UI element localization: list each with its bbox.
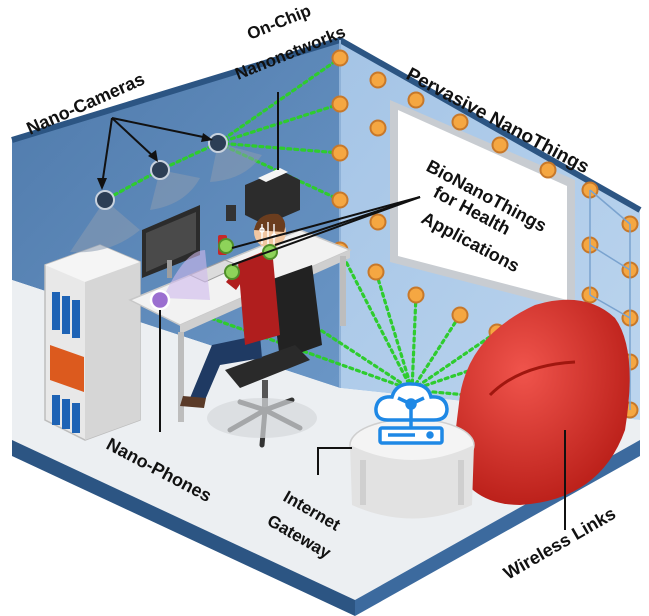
bionano-node-icon: [218, 238, 234, 254]
nano-phone-node-icon: [149, 289, 171, 311]
wireless-link: [216, 141, 342, 155]
circuit-pad: [259, 227, 265, 233]
binder: [72, 403, 80, 433]
binder: [62, 399, 70, 429]
whiteboard-surface: [398, 110, 567, 300]
arrowhead: [148, 150, 158, 162]
arrowhead: [201, 133, 213, 142]
nano-node-icon: [407, 91, 425, 109]
wireless-link: [338, 248, 414, 392]
person-shoe: [180, 396, 206, 408]
floor: [12, 280, 640, 600]
monitor-screen: [146, 212, 196, 272]
table-body: [350, 445, 474, 519]
wireless-link: [374, 270, 414, 392]
desk-leg: [178, 332, 184, 422]
nano-node-icon: [539, 161, 557, 179]
callout-line: [231, 196, 421, 266]
node-grid-line: [589, 189, 631, 225]
nano-node-icon: [451, 113, 469, 131]
binder: [62, 296, 70, 334]
nano-node-icon: [331, 191, 349, 209]
camera-node-icon: [208, 133, 228, 153]
camera-node-icon: [150, 160, 170, 180]
whiteboard: [390, 100, 575, 310]
camera-node-icon: [95, 190, 115, 210]
nano-node-icon: [491, 136, 509, 154]
nano-cameras: [70, 133, 262, 253]
nano-node-icon: [407, 286, 425, 304]
person-arm: [226, 262, 255, 290]
wireless-link: [158, 141, 220, 172]
shelf-side: [85, 262, 140, 440]
wireless-link: [410, 313, 462, 392]
camera-field: [210, 143, 262, 182]
nano-node-icon: [367, 263, 385, 281]
shelf-top: [45, 245, 140, 282]
chair-post: [262, 380, 268, 410]
printer: [245, 170, 300, 225]
person-torso: [238, 248, 280, 345]
pen-cup: [226, 205, 236, 221]
printer-paper: [258, 168, 288, 182]
nano-node-icon: [331, 144, 349, 162]
nano-phone-field: [163, 250, 210, 300]
node-grid: [589, 189, 631, 410]
cloud-network-icon: [374, 382, 449, 445]
nano-node-icon: [369, 213, 387, 231]
network-edge: [410, 396, 425, 406]
node-grid-line: [589, 244, 631, 271]
camera-field: [70, 200, 140, 253]
bean-bag-fold: [488, 360, 576, 397]
nano-node-icon: [369, 71, 387, 89]
floor-edge-left: [12, 440, 355, 616]
callout-arrow: [101, 117, 113, 186]
callout-line: [317, 447, 352, 475]
drawer: [50, 345, 84, 392]
nano-node-icon: [331, 49, 349, 67]
bean-bag: [452, 299, 630, 505]
arrowhead: [97, 178, 107, 190]
desk-leg: [340, 256, 346, 326]
callout-arrow: [111, 117, 209, 139]
chair-back: [270, 265, 322, 360]
table-leg: [458, 460, 464, 505]
table-leg: [360, 460, 366, 505]
person: [180, 213, 322, 448]
callout-arrowheads: [97, 133, 213, 190]
binder: [72, 300, 80, 338]
nano-node-icon: [331, 95, 349, 113]
node-grid-line: [589, 294, 631, 319]
callouts: [101, 92, 566, 530]
callout-arrow: [111, 117, 156, 159]
binder: [52, 292, 60, 330]
nano-node-icon: [369, 119, 387, 137]
wireless-link: [410, 293, 418, 392]
floor-mat: [207, 398, 317, 438]
chair-seat: [225, 345, 310, 388]
binder: [52, 395, 60, 425]
nano-node-icon: [451, 306, 469, 324]
wireless-link: [103, 168, 162, 202]
camera-field: [150, 170, 200, 210]
bookshelf: [44, 244, 141, 441]
network-edge: [397, 396, 412, 406]
on-chip-circuit: [259, 222, 277, 246]
wireless-link: [410, 330, 499, 392]
person-legs: [190, 335, 262, 400]
callout-line: [231, 196, 421, 249]
server-led: [426, 431, 434, 439]
monitor-stand: [167, 260, 172, 278]
bionano-node-icon: [224, 264, 240, 280]
